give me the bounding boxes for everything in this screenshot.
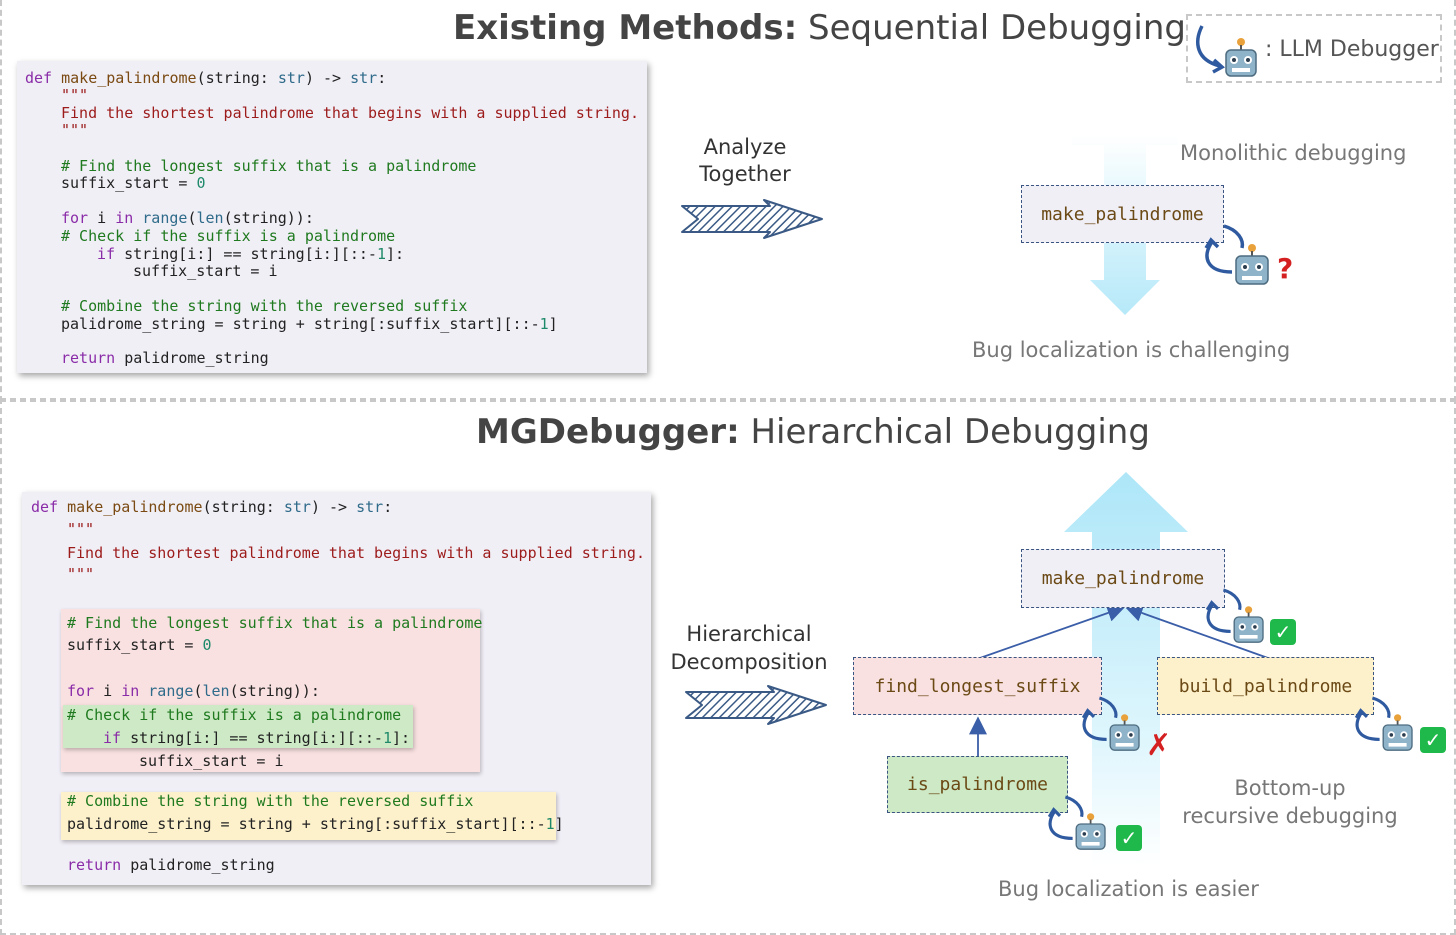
top-question-mark: ?: [1277, 252, 1294, 285]
robot-icon: [1196, 25, 1257, 77]
bottom-code-comment-1: # Find the longest suffix that is a pali…: [67, 614, 483, 632]
left-cross-icon: ✗: [1146, 728, 1172, 763]
bottom-code-line-suffix-start: suffix_start = 0: [67, 636, 212, 654]
top-code-line-for: for i in range(len(string)):: [61, 209, 314, 227]
bottom-arrow-label: Hierarchical Decomposition: [670, 622, 828, 674]
highlight-is-palindrome: [63, 705, 413, 748]
top-code-panel: [17, 61, 647, 373]
bottom-code-line-for: for i in range(len(string)):: [67, 682, 320, 700]
bottom-note-bug-localization: Bug localization is easier: [998, 877, 1259, 901]
leaf-robot-icon: [1047, 795, 1106, 850]
bottom-code-line-def: def make_palindrome(string: str) -> str:: [31, 498, 393, 516]
bottom-code-line-return: return palidrome_string: [67, 856, 275, 874]
highlight-build-palindrome: [61, 792, 556, 840]
top-code-line-combine: palidrome_string = string + string[:suff…: [61, 315, 558, 333]
leaf-check-icon: ✓: [1116, 825, 1142, 851]
left-robot-icon: [1081, 696, 1140, 751]
bottom-code-comment-2: # Check if the suffix is a palindrome: [67, 706, 402, 724]
node-make-palindrome[interactable]: make_palindrome: [1021, 549, 1225, 608]
top-robot-icon: [1204, 224, 1269, 285]
top-code-line-if: if string[i:] == string[i:][::-1]:: [97, 245, 405, 263]
top-code-line-suffix-start: suffix_start = 0: [61, 174, 206, 192]
top-code-comment-3: # Combine the string with the reversed s…: [61, 297, 468, 315]
bottom-code-line-combine: palidrome_string = string + string[:suff…: [67, 815, 564, 833]
top-note-monolithic: Monolithic debugging: [1180, 141, 1407, 165]
root-robot-icon: [1205, 588, 1264, 643]
bottom-title-bold: MGDebugger:: [476, 412, 740, 452]
bottom-note-bottom-up: Bottom-up recursive debugging: [1182, 776, 1398, 828]
legend-label: : LLM Debugger: [1265, 37, 1439, 62]
bottom-code-line-if: if string[i:] == string[i:][::-1]:: [103, 729, 411, 747]
top-code-line-return: return palidrome_string: [61, 349, 269, 367]
top-title: Existing Methods: Sequential Debugging: [453, 8, 1186, 48]
bottom-title: MGDebugger: Hierarchical Debugging: [476, 412, 1150, 452]
bottom-code-line-assign: suffix_start = i: [139, 752, 284, 770]
node-build-palindrome[interactable]: build_palindrome: [1157, 657, 1374, 715]
top-code-line-def: def make_palindrome(string: str) -> str:: [25, 69, 387, 87]
top-code-comment-1: # Find the longest suffix that is a pali…: [61, 157, 477, 175]
top-section-frame: [0, 0, 1456, 402]
top-title-rest: Sequential Debugging: [797, 8, 1186, 48]
top-hatched-arrow: [681, 199, 823, 239]
top-code-docstring-close: """: [61, 121, 89, 139]
bottom-code-docstring: Find the shortest palindrome that begins…: [67, 544, 645, 562]
bottom-section-frame: [0, 398, 1456, 935]
bottom-title-rest: Hierarchical Debugging: [739, 412, 1150, 452]
top-arrow-label: Analyze Together: [699, 135, 791, 186]
node-find-longest-suffix[interactable]: find_longest_suffix: [853, 657, 1102, 715]
top-title-bold: Existing Methods:: [453, 8, 798, 48]
top-code-docstring: Find the shortest palindrome that begins…: [61, 104, 639, 122]
bottom-code-comment-3: # Combine the string with the reversed s…: [67, 792, 474, 810]
root-check-icon: ✓: [1270, 619, 1296, 645]
top-note-bug-localization: Bug localization is challenging: [972, 338, 1291, 362]
bottom-code-docstring-close: """: [67, 565, 95, 583]
right-check-icon: ✓: [1420, 727, 1446, 753]
node-is-palindrome[interactable]: is_palindrome: [887, 756, 1068, 813]
bottom-hatched-arrow: [685, 685, 827, 725]
top-code-line-assign: suffix_start = i: [133, 262, 278, 280]
right-robot-icon: [1354, 696, 1413, 751]
top-code-docstring-open: """: [61, 86, 89, 104]
legend-box: [1186, 14, 1442, 83]
top-code-comment-2: # Check if the suffix is a palindrome: [61, 227, 396, 245]
bottom-code-docstring-open: """: [67, 520, 95, 538]
top-node-make-palindrome[interactable]: make_palindrome: [1021, 185, 1224, 243]
